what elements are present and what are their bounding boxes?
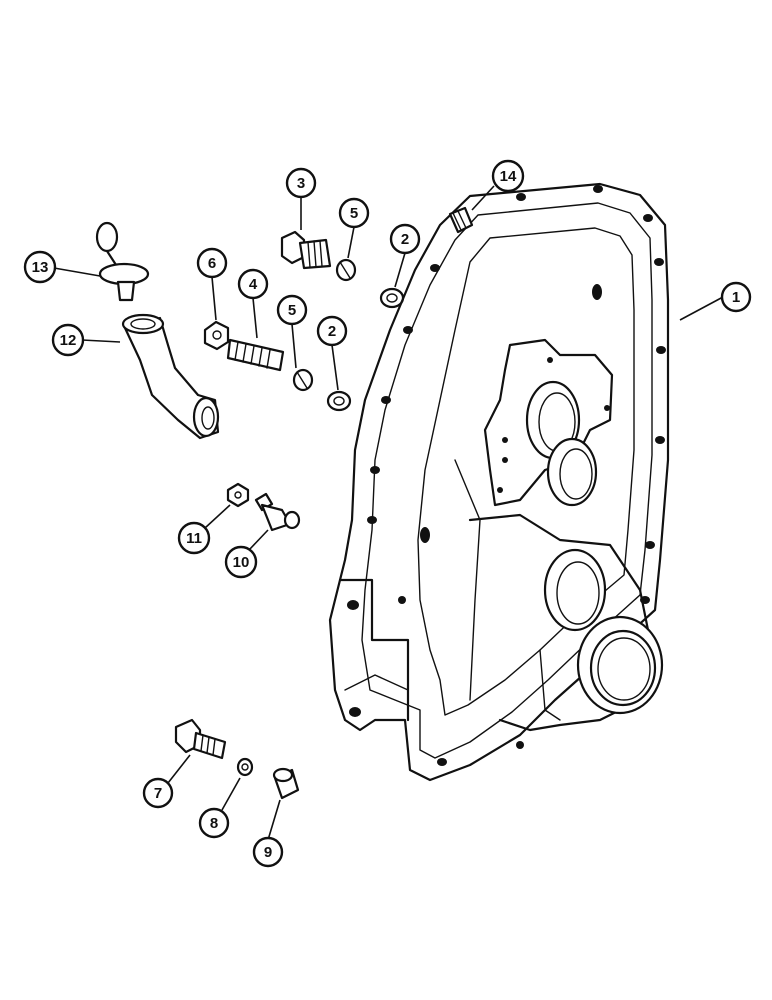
cap-screw-part-7 <box>174 718 227 760</box>
washer-upper <box>379 287 405 309</box>
callout-6: 6 <box>196 247 228 279</box>
leader-lines <box>53 185 724 841</box>
bolt-hole <box>593 185 603 193</box>
lock-washer-lower <box>292 368 314 392</box>
bolt-hole <box>437 758 447 766</box>
callout-14: 14 <box>491 159 525 193</box>
callout-4: 4 <box>237 268 269 300</box>
callout-7: 7 <box>142 777 174 809</box>
bolt-hole <box>347 600 359 610</box>
washer-lower <box>326 390 352 412</box>
gear-cover-housing <box>328 182 670 782</box>
callout-8: 8 <box>198 807 230 839</box>
callout-label: 12 <box>60 332 77 349</box>
bolt-hole <box>430 264 440 272</box>
callout-label: 14 <box>500 168 517 185</box>
callout-label: 10 <box>233 554 250 571</box>
callout-2-lower: 2 <box>316 315 348 347</box>
callout-9: 9 <box>252 836 284 868</box>
plug-part-14 <box>448 206 474 234</box>
sleeve-part-9 <box>272 767 300 800</box>
callout-label: 2 <box>401 231 409 248</box>
callout-label: 9 <box>264 844 272 861</box>
dipstick-cap-part-13 <box>95 221 150 302</box>
callout-3: 3 <box>285 167 317 199</box>
callout-label: 1 <box>732 289 740 306</box>
callout-label: 5 <box>350 205 358 222</box>
small-nut-part-11 <box>226 482 250 508</box>
callout-2-upper: 2 <box>389 223 421 255</box>
callout-label: 5 <box>288 302 296 319</box>
lock-washer-upper <box>335 258 357 282</box>
bolt-hole <box>370 466 380 474</box>
nut-part-6 <box>203 320 230 351</box>
callout-5-upper: 5 <box>338 197 370 229</box>
stud-part-4 <box>226 338 285 372</box>
fitting-part-10 <box>254 492 301 532</box>
bolt-hole <box>643 214 653 222</box>
washer-part-8 <box>236 757 254 777</box>
bolt-hole <box>645 541 655 549</box>
callout-label: 2 <box>328 323 336 340</box>
bolt-hole <box>349 707 361 717</box>
callout-label: 7 <box>154 785 162 802</box>
callout-10: 10 <box>224 545 258 579</box>
callout-12: 12 <box>51 323 85 357</box>
callout-5-lower: 5 <box>276 294 308 326</box>
callout-label: 3 <box>297 175 305 192</box>
bolt-hole <box>398 596 406 604</box>
bolt-hole <box>367 516 377 524</box>
callout-label: 11 <box>186 530 202 547</box>
bolt-hole <box>516 741 524 749</box>
bolt-hole <box>656 346 666 354</box>
callout-label: 8 <box>210 815 218 832</box>
bolt-hole <box>420 527 430 543</box>
callout-11: 11 <box>177 521 211 555</box>
callout-1: 1 <box>720 281 752 313</box>
callout-label: 4 <box>249 276 258 293</box>
bolt-part-3 <box>280 230 332 270</box>
bolt-hole <box>592 284 602 300</box>
bolt-hole <box>381 396 391 404</box>
callout-13: 13 <box>23 250 57 284</box>
callout-label: 6 <box>208 255 216 272</box>
bolt-hole <box>516 193 526 201</box>
bolt-hole <box>403 326 413 334</box>
bolt-hole <box>654 258 664 266</box>
elbow-tube-part-12 <box>121 313 220 440</box>
bolt-hole <box>655 436 665 444</box>
callout-label: 13 <box>32 259 49 276</box>
